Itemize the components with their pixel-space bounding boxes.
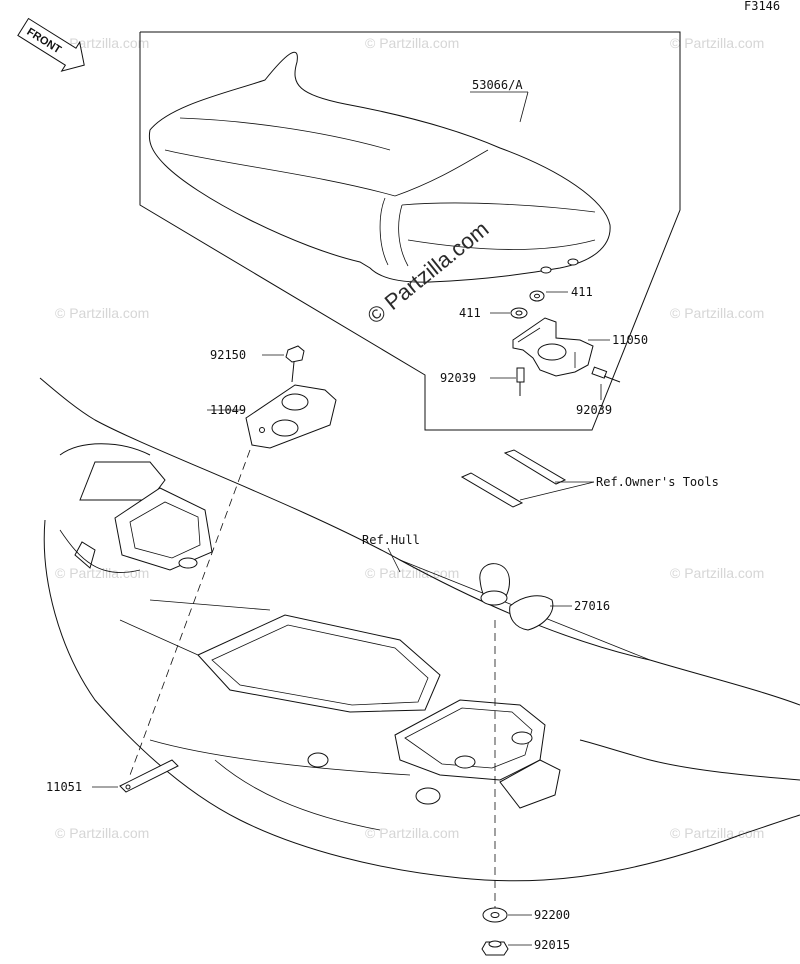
grommet bbox=[482, 907, 508, 923]
label-411-upper: 411 bbox=[571, 285, 593, 299]
label-ref-hull: Ref.Hull bbox=[362, 533, 420, 547]
label-11049: 11049 bbox=[210, 403, 246, 417]
tool-strap-lower bbox=[460, 472, 524, 508]
washer-upper bbox=[529, 290, 545, 302]
watermark-text: © Partzilla.com bbox=[365, 825, 459, 841]
watermark-text: © Partzilla.com bbox=[365, 35, 459, 51]
bracket bbox=[512, 317, 594, 377]
label-27016: 27016 bbox=[574, 599, 610, 613]
label-owners-tools: Ref.Owner's Tools bbox=[596, 475, 719, 489]
leader-line bbox=[387, 547, 401, 573]
tray-plate bbox=[245, 384, 337, 449]
label-11051: 11051 bbox=[46, 780, 82, 794]
nut bbox=[481, 940, 509, 956]
alignment-line bbox=[129, 449, 251, 776]
seat bbox=[148, 51, 611, 283]
label-92039-left: 92039 bbox=[440, 371, 476, 385]
strap-plate bbox=[119, 759, 179, 793]
watermark-layer: © Partzilla.com © Partzilla.com © Partzi… bbox=[55, 35, 764, 841]
bolt bbox=[285, 345, 305, 383]
label-411-left: 411 bbox=[459, 306, 481, 320]
label-92015: 92015 bbox=[534, 938, 570, 952]
watermark-text: © Partzilla.com bbox=[670, 35, 764, 51]
watermark-text: © Partzilla.com bbox=[55, 305, 149, 321]
pin-right bbox=[591, 366, 621, 383]
watermark-text: © Partzilla.com bbox=[55, 825, 149, 841]
washer-left bbox=[510, 307, 528, 319]
label-92039-right: 92039 bbox=[576, 403, 612, 417]
label-92200: 92200 bbox=[534, 908, 570, 922]
watermark-text: © Partzilla.com bbox=[670, 825, 764, 841]
tool-strap-upper bbox=[503, 449, 567, 485]
watermark-text: © Partzilla.com bbox=[55, 565, 149, 581]
cap bbox=[479, 563, 554, 631]
leader-line bbox=[519, 91, 529, 123]
label-53066a: 53066/A bbox=[472, 78, 523, 92]
watermark-text: © Partzilla.com bbox=[670, 305, 764, 321]
hull bbox=[39, 377, 800, 882]
seat-assembly-frame bbox=[139, 31, 681, 431]
watermark-text: © Partzilla.com bbox=[365, 565, 459, 581]
figure-code: F3146 bbox=[744, 0, 780, 13]
label-92150: 92150 bbox=[210, 348, 246, 362]
leader-line bbox=[519, 481, 595, 501]
pin-left bbox=[516, 367, 525, 396]
watermark-text: © Partzilla.com bbox=[670, 565, 764, 581]
label-11050: 11050 bbox=[612, 333, 648, 347]
